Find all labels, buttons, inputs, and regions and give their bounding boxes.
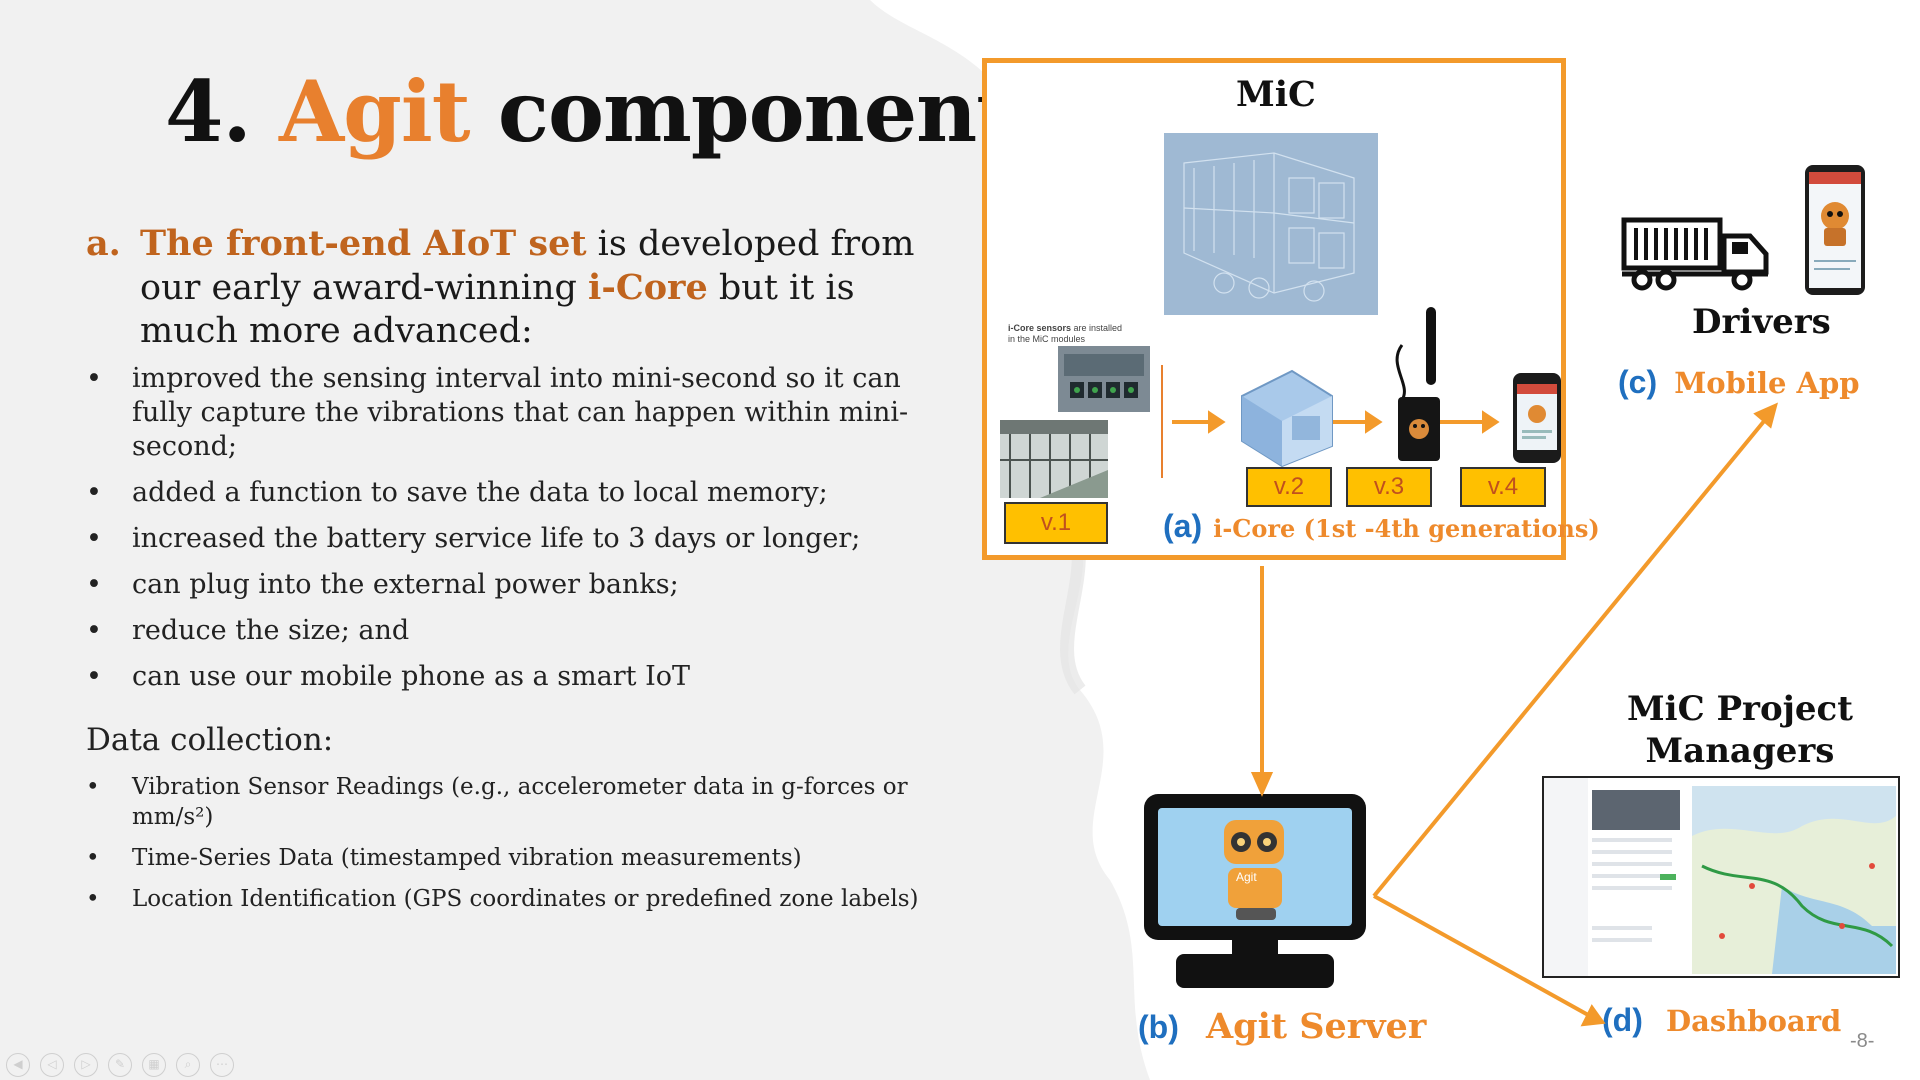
mic-interior-photo: [1000, 420, 1108, 498]
managers-title: MiC Project Managers: [1620, 688, 1860, 772]
sensor-installation-photo: [1058, 346, 1150, 412]
icore-label: (a) i-Core (1st -4th generations): [1163, 508, 1600, 545]
managers-title-line-1: MiC Project: [1627, 689, 1853, 729]
list-item: improved the sensing interval into mini-…: [86, 362, 946, 464]
dashboard-letter: (d): [1602, 1002, 1643, 1038]
version-label-v3: v.3: [1346, 467, 1432, 507]
version-label-v2: v.2: [1246, 467, 1332, 507]
section-a-text-1: is developed from our early award-winnin…: [140, 224, 915, 308]
list-item: can use our mobile phone as a smart IoT: [86, 660, 946, 694]
sensor-caption: i-Core sensors are installed in the MiC …: [1008, 323, 1128, 345]
mobile-app-text: Mobile App: [1674, 366, 1860, 400]
icore-highlight: i-Core: [588, 267, 708, 308]
slides-icon[interactable]: ▦: [142, 1053, 166, 1077]
list-item: Location Identification (GPS coordinates…: [86, 884, 986, 914]
list-item: added a function to save the data to loc…: [86, 476, 946, 510]
icore-generations-label: i-Core (1st -4th generations): [1213, 514, 1600, 543]
icore-letter: (a): [1163, 508, 1203, 544]
play-back-icon[interactable]: ◁: [40, 1053, 64, 1077]
title-prefix: 4.: [165, 62, 252, 161]
front-end-highlight: The front-end AIoT set: [140, 223, 587, 264]
data-collection-heading: Data collection:: [86, 722, 334, 758]
mic-module-image: [1164, 133, 1378, 315]
presentation-controls: ◀ ◁ ▷ ✎ ▦ ⌕ ⋯: [6, 1053, 236, 1079]
server-monitor-icon: [1144, 794, 1366, 988]
back-icon[interactable]: ◀: [6, 1053, 30, 1077]
dashboard-label: (d) Dashboard: [1602, 1002, 1841, 1039]
server-letter: (b): [1138, 1009, 1179, 1045]
sensor-caption-rest: are installed in the MiC modules: [1008, 323, 1123, 344]
version-label-v1: v.1: [1004, 502, 1108, 544]
mobile-app-label: (c) Mobile App: [1618, 364, 1860, 401]
mobile-letter: (c): [1618, 364, 1658, 400]
play-icon[interactable]: ▷: [74, 1053, 98, 1077]
slide-title: 4. Agit components: [165, 62, 1061, 161]
mic-title: MiC: [1236, 74, 1316, 115]
managers-title-line-2: Managers: [1645, 731, 1835, 771]
version-arrows: [1172, 410, 1500, 434]
dashboard-screenshot: [1542, 776, 1900, 978]
mobile-phone-image: [1805, 165, 1865, 295]
icore-v2-device: [1241, 369, 1333, 468]
data-collection-list: Vibration Sensor Readings (e.g., acceler…: [86, 772, 986, 925]
zoom-icon[interactable]: ⌕: [176, 1053, 200, 1077]
robot-badge: Agit: [1236, 870, 1257, 884]
bracket-line: [1161, 365, 1163, 478]
section-a: a. The front-end AIoT set is developed f…: [86, 222, 946, 353]
list-item: can plug into the external power banks;: [86, 568, 946, 602]
page-number: -8-: [1850, 1030, 1875, 1052]
sensor-caption-bold: i-Core sensors: [1008, 323, 1072, 333]
version-label-v4: v.4: [1460, 467, 1546, 507]
server-text: Agit Server: [1205, 1006, 1427, 1047]
title-accent: Agit: [278, 62, 471, 161]
list-item: increased the battery service life to 3 …: [86, 522, 946, 556]
dashboard-text: Dashboard: [1665, 1004, 1842, 1038]
list-item: Time-Series Data (timestamped vibration …: [86, 843, 986, 873]
list-item: reduce the size; and: [86, 614, 946, 648]
title-rest: components: [497, 62, 1061, 161]
truck-icon: [1621, 217, 1769, 291]
section-a-label: a.: [86, 223, 121, 264]
section-a-text-2: but it is much more advanced:: [140, 268, 855, 351]
pen-icon[interactable]: ✎: [108, 1053, 132, 1077]
more-icon[interactable]: ⋯: [210, 1053, 234, 1077]
icore-v3-device: [1395, 307, 1440, 461]
feature-list: improved the sensing interval into mini-…: [86, 362, 946, 706]
section-a-text: The front-end AIoT set is developed from…: [140, 222, 946, 353]
server-label: (b) Agit Server: [1138, 1006, 1426, 1047]
list-item: Vibration Sensor Readings (e.g., acceler…: [86, 772, 986, 832]
drivers-title: Drivers: [1692, 302, 1831, 342]
